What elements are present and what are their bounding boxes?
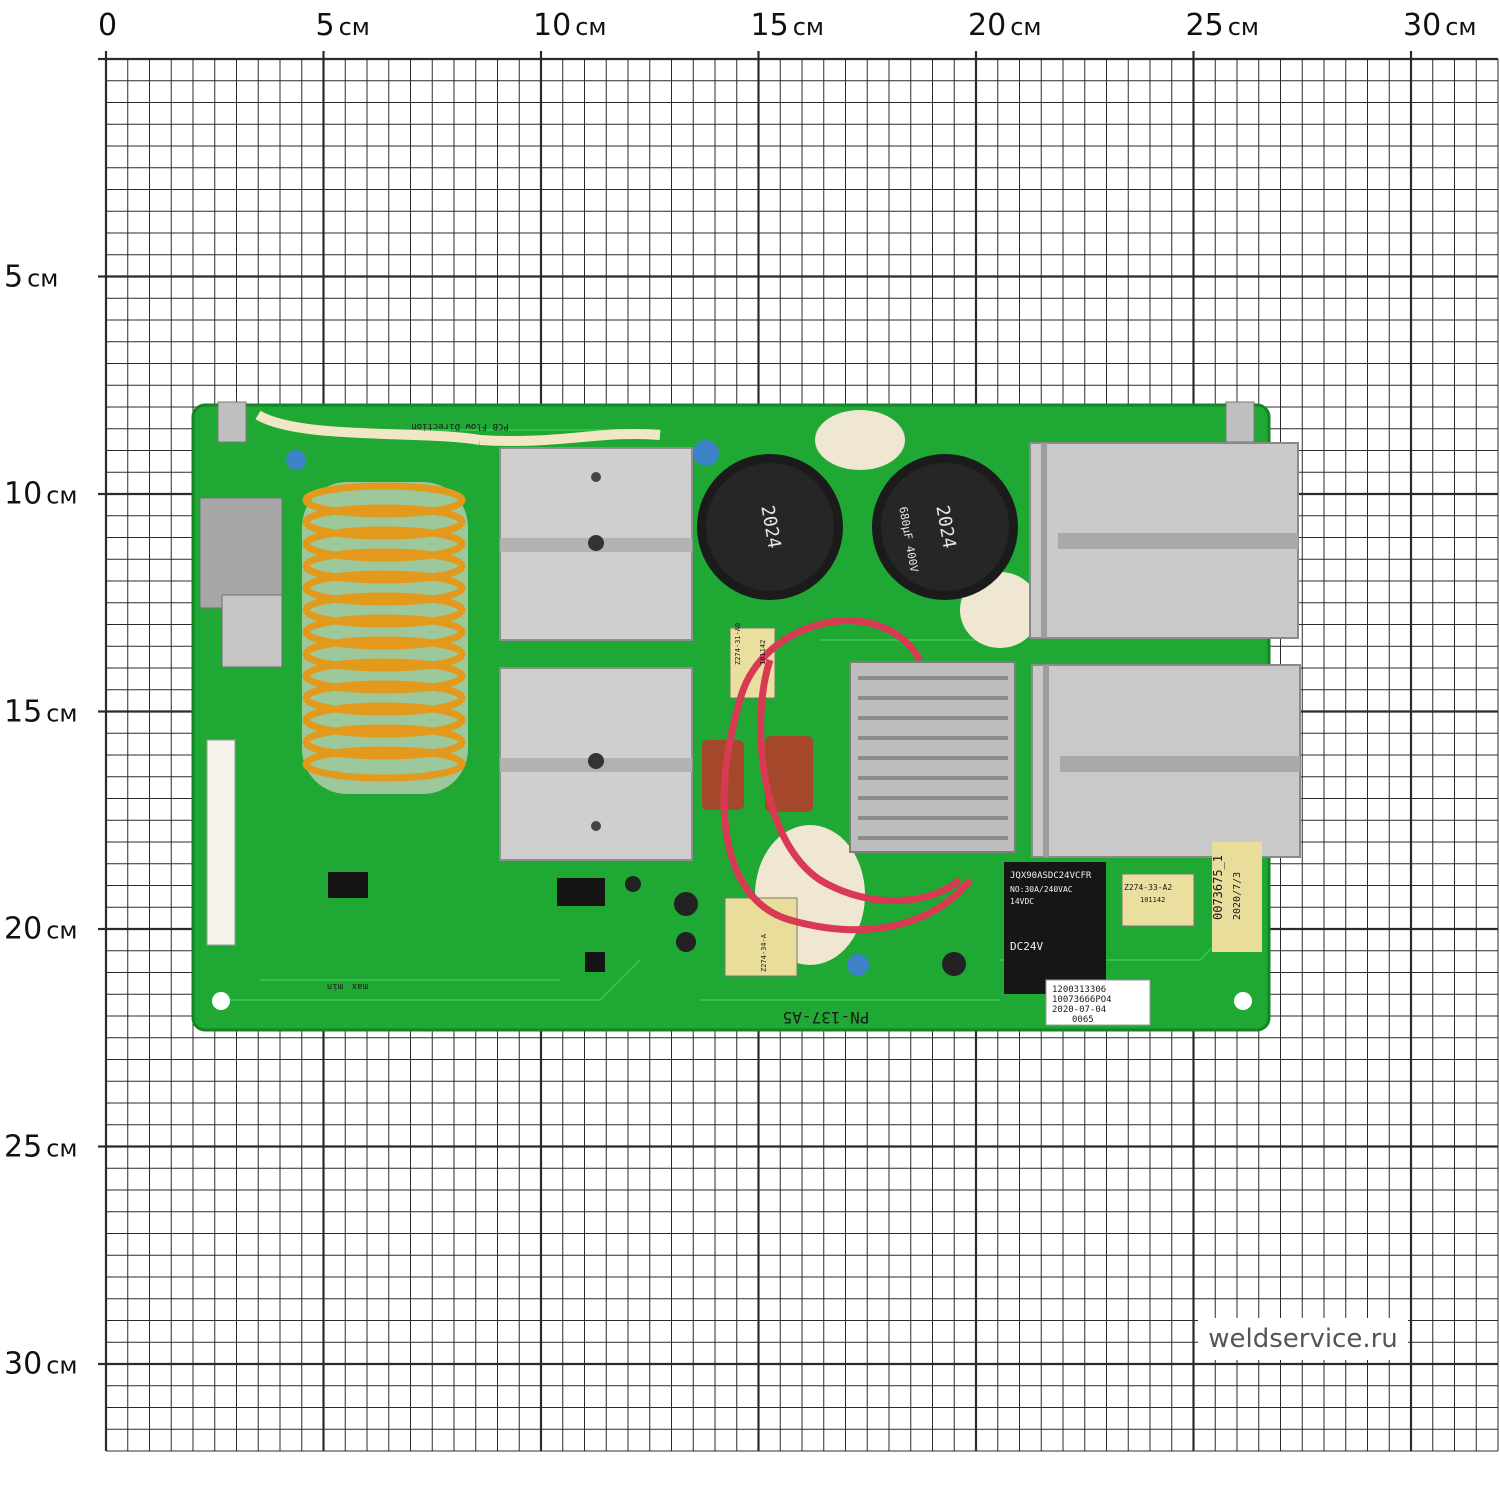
x-ruler-label: 0: [98, 8, 118, 43]
part-code-label: 101142: [1140, 896, 1165, 904]
part-label: Z274-34-A: [760, 933, 768, 972]
coil-winding: [302, 614, 466, 650]
electrolytic-capacitor-right: [872, 454, 1018, 600]
relay-model-label: JQX90ASDC24VCFR: [1010, 871, 1092, 881]
coil-winding: [302, 658, 466, 694]
film-capacitor: [286, 450, 306, 470]
heatsink-lower: [499, 667, 693, 861]
mounting-hole: [212, 992, 230, 1010]
pot-label-max: max: [351, 981, 368, 991]
wire: [255, 410, 481, 445]
label-sticker: [1212, 842, 1262, 952]
terminal: [217, 401, 247, 443]
pulse-transformer: [1121, 873, 1195, 927]
coil-winding: [302, 592, 466, 628]
coil-winding: [302, 702, 466, 738]
metal-bracket: [221, 594, 283, 668]
serial-line-1: 1200313306: [1052, 985, 1106, 995]
wire: [479, 428, 661, 447]
metal-bracket: [199, 497, 283, 609]
film-capacitor: [693, 440, 719, 466]
coil-winding: [302, 482, 466, 518]
mounting-hole: [1234, 992, 1252, 1010]
relay-coil-label: DC24V: [1010, 940, 1043, 953]
relay-dc-label: 14VDC: [1010, 897, 1034, 906]
connector-strip: [206, 739, 236, 946]
heatsink-right-lower: [1031, 664, 1301, 858]
ic-chip: [557, 878, 605, 906]
serial-line-2: 10073666PO4: [1052, 995, 1112, 1005]
relay-contacts-label: NO:30A/240VAC: [1010, 885, 1073, 894]
relay: [1004, 862, 1106, 994]
toroid-choke: [302, 482, 468, 794]
film-capacitor: [765, 736, 813, 812]
coil-winding: [302, 526, 466, 562]
red-wire: [720, 617, 973, 934]
part-label: Z274-31-A0: [734, 623, 742, 665]
ic-chip: [585, 952, 605, 972]
part-code-label: 101142: [759, 640, 767, 665]
coil-winding: [302, 724, 466, 760]
film-capacitor: [847, 954, 869, 976]
pot-label-min: min: [327, 981, 343, 991]
coil-winding: [302, 570, 466, 606]
terminal: [1225, 401, 1255, 443]
watermark-text: weldservice.ru: [1198, 1318, 1408, 1360]
glue-blob: [815, 410, 905, 470]
flow-direction-label: PCB Flow Direction: [411, 421, 509, 431]
small-capacitor: [625, 876, 641, 892]
serial-sticker: [1045, 979, 1151, 1026]
small-capacitor: [676, 932, 696, 952]
heatsink-right-upper: [1029, 442, 1299, 639]
edge-date-label: 2020/7/3: [1232, 872, 1243, 920]
ic-chip: [328, 872, 368, 898]
pcb-board: PN-137-A5 PCB Flow Direction 2024 2024 6…: [191, 401, 1301, 1032]
red-wire: [757, 658, 963, 905]
part-label: Z274-33-A2: [1124, 883, 1172, 892]
serial-seq: 0065: [1072, 1015, 1094, 1025]
heatsink-upper: [499, 447, 693, 641]
edge-code-label: 0073675_1: [1211, 855, 1225, 920]
small-capacitor: [674, 892, 698, 916]
finned-heatsink: [849, 661, 1016, 853]
coil-winding: [302, 548, 466, 584]
pulse-transformer: [724, 897, 798, 977]
small-capacitor: [942, 952, 966, 976]
coil-winding: [302, 746, 466, 782]
coil-winding: [302, 636, 466, 672]
serial-date: 2020-07-04: [1052, 1005, 1106, 1015]
coil-winding: [302, 504, 466, 540]
board-model-label: PN-137-A5: [783, 1008, 870, 1027]
coil-winding: [302, 680, 466, 716]
electrolytic-capacitor-left: [697, 454, 843, 600]
